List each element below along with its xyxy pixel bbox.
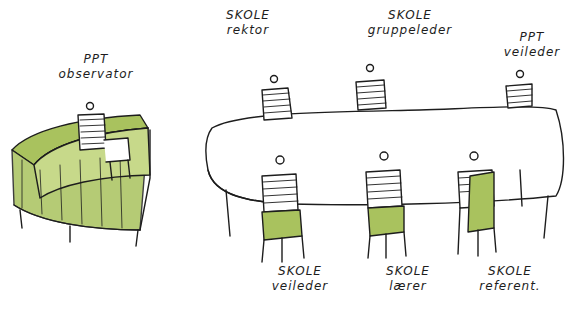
observer-chair (78, 103, 130, 181)
role-label: SKOLE veileder (272, 264, 328, 294)
role-label: PPT observator (59, 52, 134, 82)
role-label: SKOLE lærer (386, 264, 430, 294)
table (206, 107, 564, 238)
top-chairs (262, 65, 532, 121)
role-label: SKOLE referent. (479, 264, 540, 294)
bottom-chairs (262, 152, 496, 262)
sofa (12, 115, 150, 246)
role-label: SKOLE rektor (226, 8, 270, 38)
role-label: SKOLE gruppeleder (368, 8, 452, 38)
role-label: PPT veileder (504, 30, 560, 60)
